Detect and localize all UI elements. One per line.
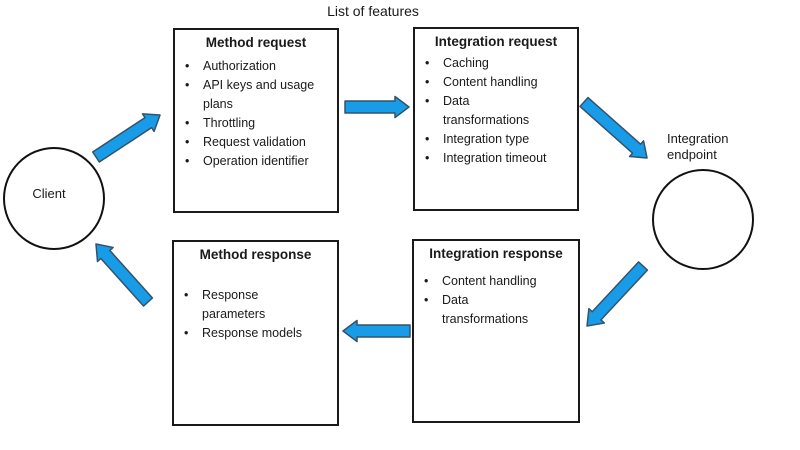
bullet-icon — [424, 291, 442, 329]
arrow-method-response-to-client — [95, 243, 154, 307]
bullet-icon — [425, 73, 443, 92]
feature-text: Authorization — [203, 59, 276, 73]
feature-text: API keys and usage — [203, 78, 315, 92]
feature-list: Content handling Data transformations — [414, 272, 578, 329]
feature-text: Request validation — [203, 135, 306, 149]
list-item: Response parameters — [184, 286, 335, 324]
list-item: API keys and usage plans — [185, 76, 335, 114]
feature-text: Content handling — [443, 75, 538, 89]
box-title: Integration request — [434, 34, 558, 49]
bullet-icon — [185, 57, 203, 76]
integration-endpoint-label: Integration endpoint — [667, 131, 728, 162]
arrow-integration-request-to-endpoint — [579, 96, 648, 159]
arrow-shape — [586, 261, 649, 327]
bullet-icon — [185, 76, 203, 114]
integration-endpoint-node — [652, 169, 754, 270]
box-title: Method request — [205, 35, 307, 50]
bullet-icon — [425, 149, 443, 168]
bullet-icon — [425, 92, 443, 130]
feature-text: plans — [203, 97, 233, 111]
method-response-box: Method response Response parameters Resp… — [172, 240, 339, 426]
bullet-icon — [185, 133, 203, 152]
list-item: Caching — [425, 54, 575, 73]
feature-text: Caching — [443, 56, 489, 70]
feature-text: transformations — [442, 312, 529, 326]
arrow-integration-response-to-method-response — [342, 319, 411, 343]
list-item: Content handling — [425, 73, 575, 92]
bullet-icon — [425, 130, 443, 149]
feature-list: Response parameters Response models — [174, 286, 337, 343]
feature-list: Authorization API keys and usage plans T… — [175, 57, 337, 171]
arrow-shape — [579, 96, 648, 159]
arrow-method-request-to-integration-request — [344, 95, 410, 119]
feature-text: Response models — [202, 326, 303, 340]
feature-list: Caching Content handling Data transforma… — [415, 54, 577, 168]
integration-request-box: Integration request Caching Content hand… — [413, 27, 579, 211]
box-title: Method response — [199, 247, 312, 262]
bullet-icon — [185, 114, 203, 133]
integration-response-box: Integration response Content handling Da… — [412, 239, 580, 423]
arrow-client-to-method-request — [91, 113, 161, 163]
bullet-icon — [424, 272, 442, 291]
feature-text: parameters — [202, 307, 266, 321]
feature-text: Response — [202, 288, 259, 302]
list-item: Data transformations — [425, 92, 575, 130]
list-item: Throttling — [185, 114, 335, 133]
list-item: Integration type — [425, 130, 575, 149]
arrow-shape — [344, 95, 410, 119]
bullet-icon — [184, 324, 202, 343]
diagram-title: List of features — [327, 3, 419, 19]
bullet-icon — [425, 54, 443, 73]
endpoint-label-line: Integration — [667, 131, 729, 146]
feature-text: Data — [443, 94, 470, 108]
feature-text: transformations — [443, 113, 530, 127]
client-label: Client — [32, 186, 66, 201]
arrow-shape — [95, 243, 154, 307]
list-item: Request validation — [185, 133, 335, 152]
list-item: Content handling — [424, 272, 576, 291]
list-item: Response models — [184, 324, 335, 343]
method-request-box: Method request Authorization API keys an… — [173, 28, 339, 213]
list-item: Integration timeout — [425, 149, 575, 168]
feature-text: Integration timeout — [443, 151, 547, 165]
feature-text: Operation identifier — [203, 154, 309, 168]
arrow-endpoint-to-integration-response — [586, 261, 649, 327]
feature-text: Data — [442, 293, 469, 307]
endpoint-label-line: endpoint — [667, 146, 717, 162]
list-item: Operation identifier — [185, 152, 335, 171]
feature-text: Integration type — [443, 132, 530, 146]
list-item: Authorization — [185, 57, 335, 76]
box-title: Integration response — [429, 246, 563, 261]
arrow-shape — [91, 113, 161, 163]
list-item: Data transformations — [424, 291, 576, 329]
arrow-shape — [342, 319, 411, 343]
bullet-icon — [185, 152, 203, 171]
client-node: Client — [3, 147, 105, 250]
bullet-icon — [184, 286, 202, 324]
feature-text: Throttling — [203, 116, 256, 130]
feature-text: Content handling — [442, 274, 537, 288]
